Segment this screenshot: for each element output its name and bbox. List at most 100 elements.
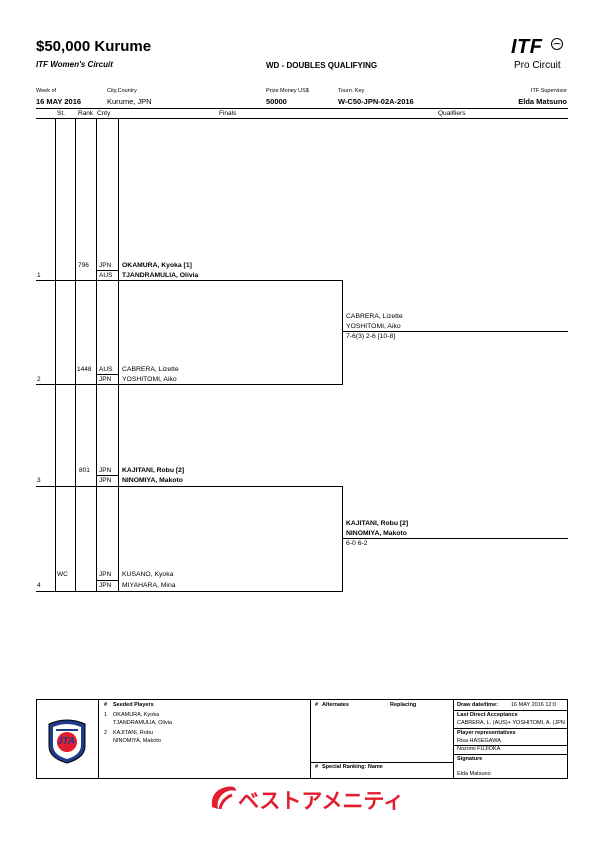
- winner-player: YOSHITOMI, Aiko: [346, 323, 401, 330]
- circuit-subtitle: ITF Women's Circuit: [36, 60, 113, 69]
- rep-name: Nozomi FUJIOKA: [457, 746, 501, 752]
- week-label: Week of: [36, 88, 57, 94]
- footer-divider: [453, 699, 454, 779]
- seed-player: KAJITANI, Robu: [113, 730, 153, 736]
- draw-date-value: 16 MAY 2016 12:0: [511, 702, 557, 708]
- signature-value: Elda Matsuno: [457, 771, 491, 777]
- qualifier-line: [342, 538, 568, 539]
- seeded-title: Seeded Players: [113, 702, 154, 708]
- bracket-line: [36, 591, 343, 592]
- seed-number: 1: [104, 712, 108, 718]
- entry-country: AUS: [99, 366, 113, 373]
- qualifier-line: [342, 331, 568, 332]
- alternates-title: Alternates: [322, 702, 349, 708]
- col-cnty: Cnty: [97, 110, 111, 117]
- entry-player: KAJITANI, Robu [2]: [122, 467, 185, 474]
- footer-rule: [453, 728, 568, 729]
- footer-divider: [310, 699, 311, 779]
- entry-divider: [96, 475, 118, 476]
- supervisor-value: Elda Matsuno: [518, 97, 567, 106]
- bracket-line: [36, 280, 343, 281]
- entry-country: JPN: [99, 582, 112, 589]
- seed-number: 2: [104, 730, 108, 736]
- rep-name: Risa HASEGAWA: [457, 738, 501, 744]
- entry-divider: [96, 374, 118, 375]
- seed-player: OKAMURA, Kyoka: [113, 712, 160, 718]
- bracket-line: [36, 486, 343, 487]
- bracket-line: [36, 384, 343, 385]
- col-st: St.: [57, 110, 65, 117]
- footer-divider: [98, 699, 99, 779]
- draw-line-number: 4: [37, 582, 41, 589]
- last-da-value: CABRERA, L. (AUS)+ YOSHITOMI, A. (JPN: [457, 720, 565, 726]
- city-value: Kurume, JPN: [107, 97, 152, 106]
- draw-line-number: 2: [37, 376, 41, 383]
- col-finals: Finals: [219, 110, 237, 117]
- special-ranking-hash: #: [315, 764, 319, 770]
- special-ranking-rule: [310, 762, 453, 763]
- bracket-connector: [342, 280, 343, 384]
- tourn-key-value: W-C50-JPN-02A-2016: [338, 97, 414, 106]
- city-label: City,Country: [107, 88, 137, 94]
- entry-country: JPN: [99, 571, 112, 578]
- entry-rank: 796: [78, 262, 89, 269]
- header-bottom-rule: [36, 118, 568, 119]
- winner-player: NINOMIYA, Makoto: [346, 530, 407, 537]
- entry-country: JPN: [99, 477, 112, 484]
- draw-line-number: 1: [37, 272, 41, 279]
- prize-label: Prize Money US$: [266, 88, 309, 94]
- footer-rule: [453, 710, 568, 711]
- tourn-key-label: Tourn. Key: [338, 88, 365, 94]
- prize-value: 50000: [266, 97, 287, 106]
- col-divider-st: [55, 118, 56, 592]
- entry-player: TJANDRAMULIA, Olivia: [122, 272, 199, 279]
- col-rank: Rank: [78, 110, 94, 117]
- seed-player: TJANDRAMULIA, Olivia: [113, 720, 172, 726]
- col-qualifiers: Qualifiers: [438, 110, 466, 117]
- jta-logo-text: JTA: [57, 736, 76, 747]
- entry-country: JPN: [99, 467, 112, 474]
- footer-box: [36, 699, 568, 779]
- jta-logo: JTA: [43, 716, 91, 764]
- sponsor-logo: ベストアメニティ: [238, 790, 405, 813]
- entry-player: OKAMURA, Kyoka [1]: [122, 262, 192, 269]
- col-divider-finals: [118, 118, 119, 592]
- entry-country: JPN: [99, 376, 112, 383]
- col-divider-rank: [75, 118, 76, 592]
- pro-circuit-label: Pro Circuit: [514, 60, 561, 71]
- winner-player: KAJITANI, Robu [2]: [346, 520, 409, 527]
- entry-player: MIYAHARA, Mina: [122, 582, 176, 589]
- footer-rule: [453, 745, 568, 746]
- col-divider-cnty: [96, 118, 97, 592]
- week-value: 16 MAY 2016: [36, 97, 82, 106]
- itf-logo: ITF: [511, 36, 543, 58]
- entry-player: CABRERA, Lizette: [122, 366, 179, 373]
- entry-country: JPN: [99, 262, 112, 269]
- entry-divider: [96, 270, 118, 271]
- signature-label: Signature: [457, 756, 483, 762]
- tennis-ball-icon: [551, 38, 563, 50]
- entry-player: YOSHITOMI, Aiko: [122, 376, 177, 383]
- winner-player: CABRERA, Lizette: [346, 313, 403, 320]
- match-score: 6-0 6-2: [346, 540, 368, 547]
- replacing-title: Replacing: [390, 702, 417, 708]
- entry-rank: 801: [79, 467, 90, 474]
- entry-status: WC: [57, 571, 68, 578]
- last-da-label: Last Direct Acceptance: [457, 712, 518, 718]
- alternates-hash: #: [315, 702, 319, 708]
- seed-player: NINOMIYA, Makoto: [113, 738, 161, 744]
- draw-line-number: 3: [37, 477, 41, 484]
- event-title: WD - DOUBLES QUALIFYING: [266, 61, 378, 70]
- tournament-title: $50,000 Kurume: [36, 38, 152, 55]
- header-top-rule: [36, 108, 568, 109]
- entry-player: KUSANO, Kyoka: [122, 571, 174, 578]
- entry-rank: 1448: [77, 366, 92, 373]
- entry-player: NINOMIYA, Makoto: [122, 477, 183, 484]
- special-ranking-label: Special Ranking: Name: [322, 764, 383, 770]
- sponsor-swoosh-icon: [208, 781, 238, 813]
- supervisor-label: ITF Supervisor: [530, 88, 567, 94]
- entry-country: AUS: [99, 272, 113, 279]
- footer-rule: [453, 754, 568, 755]
- seeded-hash: #: [104, 702, 108, 708]
- match-score: 7-6(3) 2-6 [10-8]: [346, 333, 396, 340]
